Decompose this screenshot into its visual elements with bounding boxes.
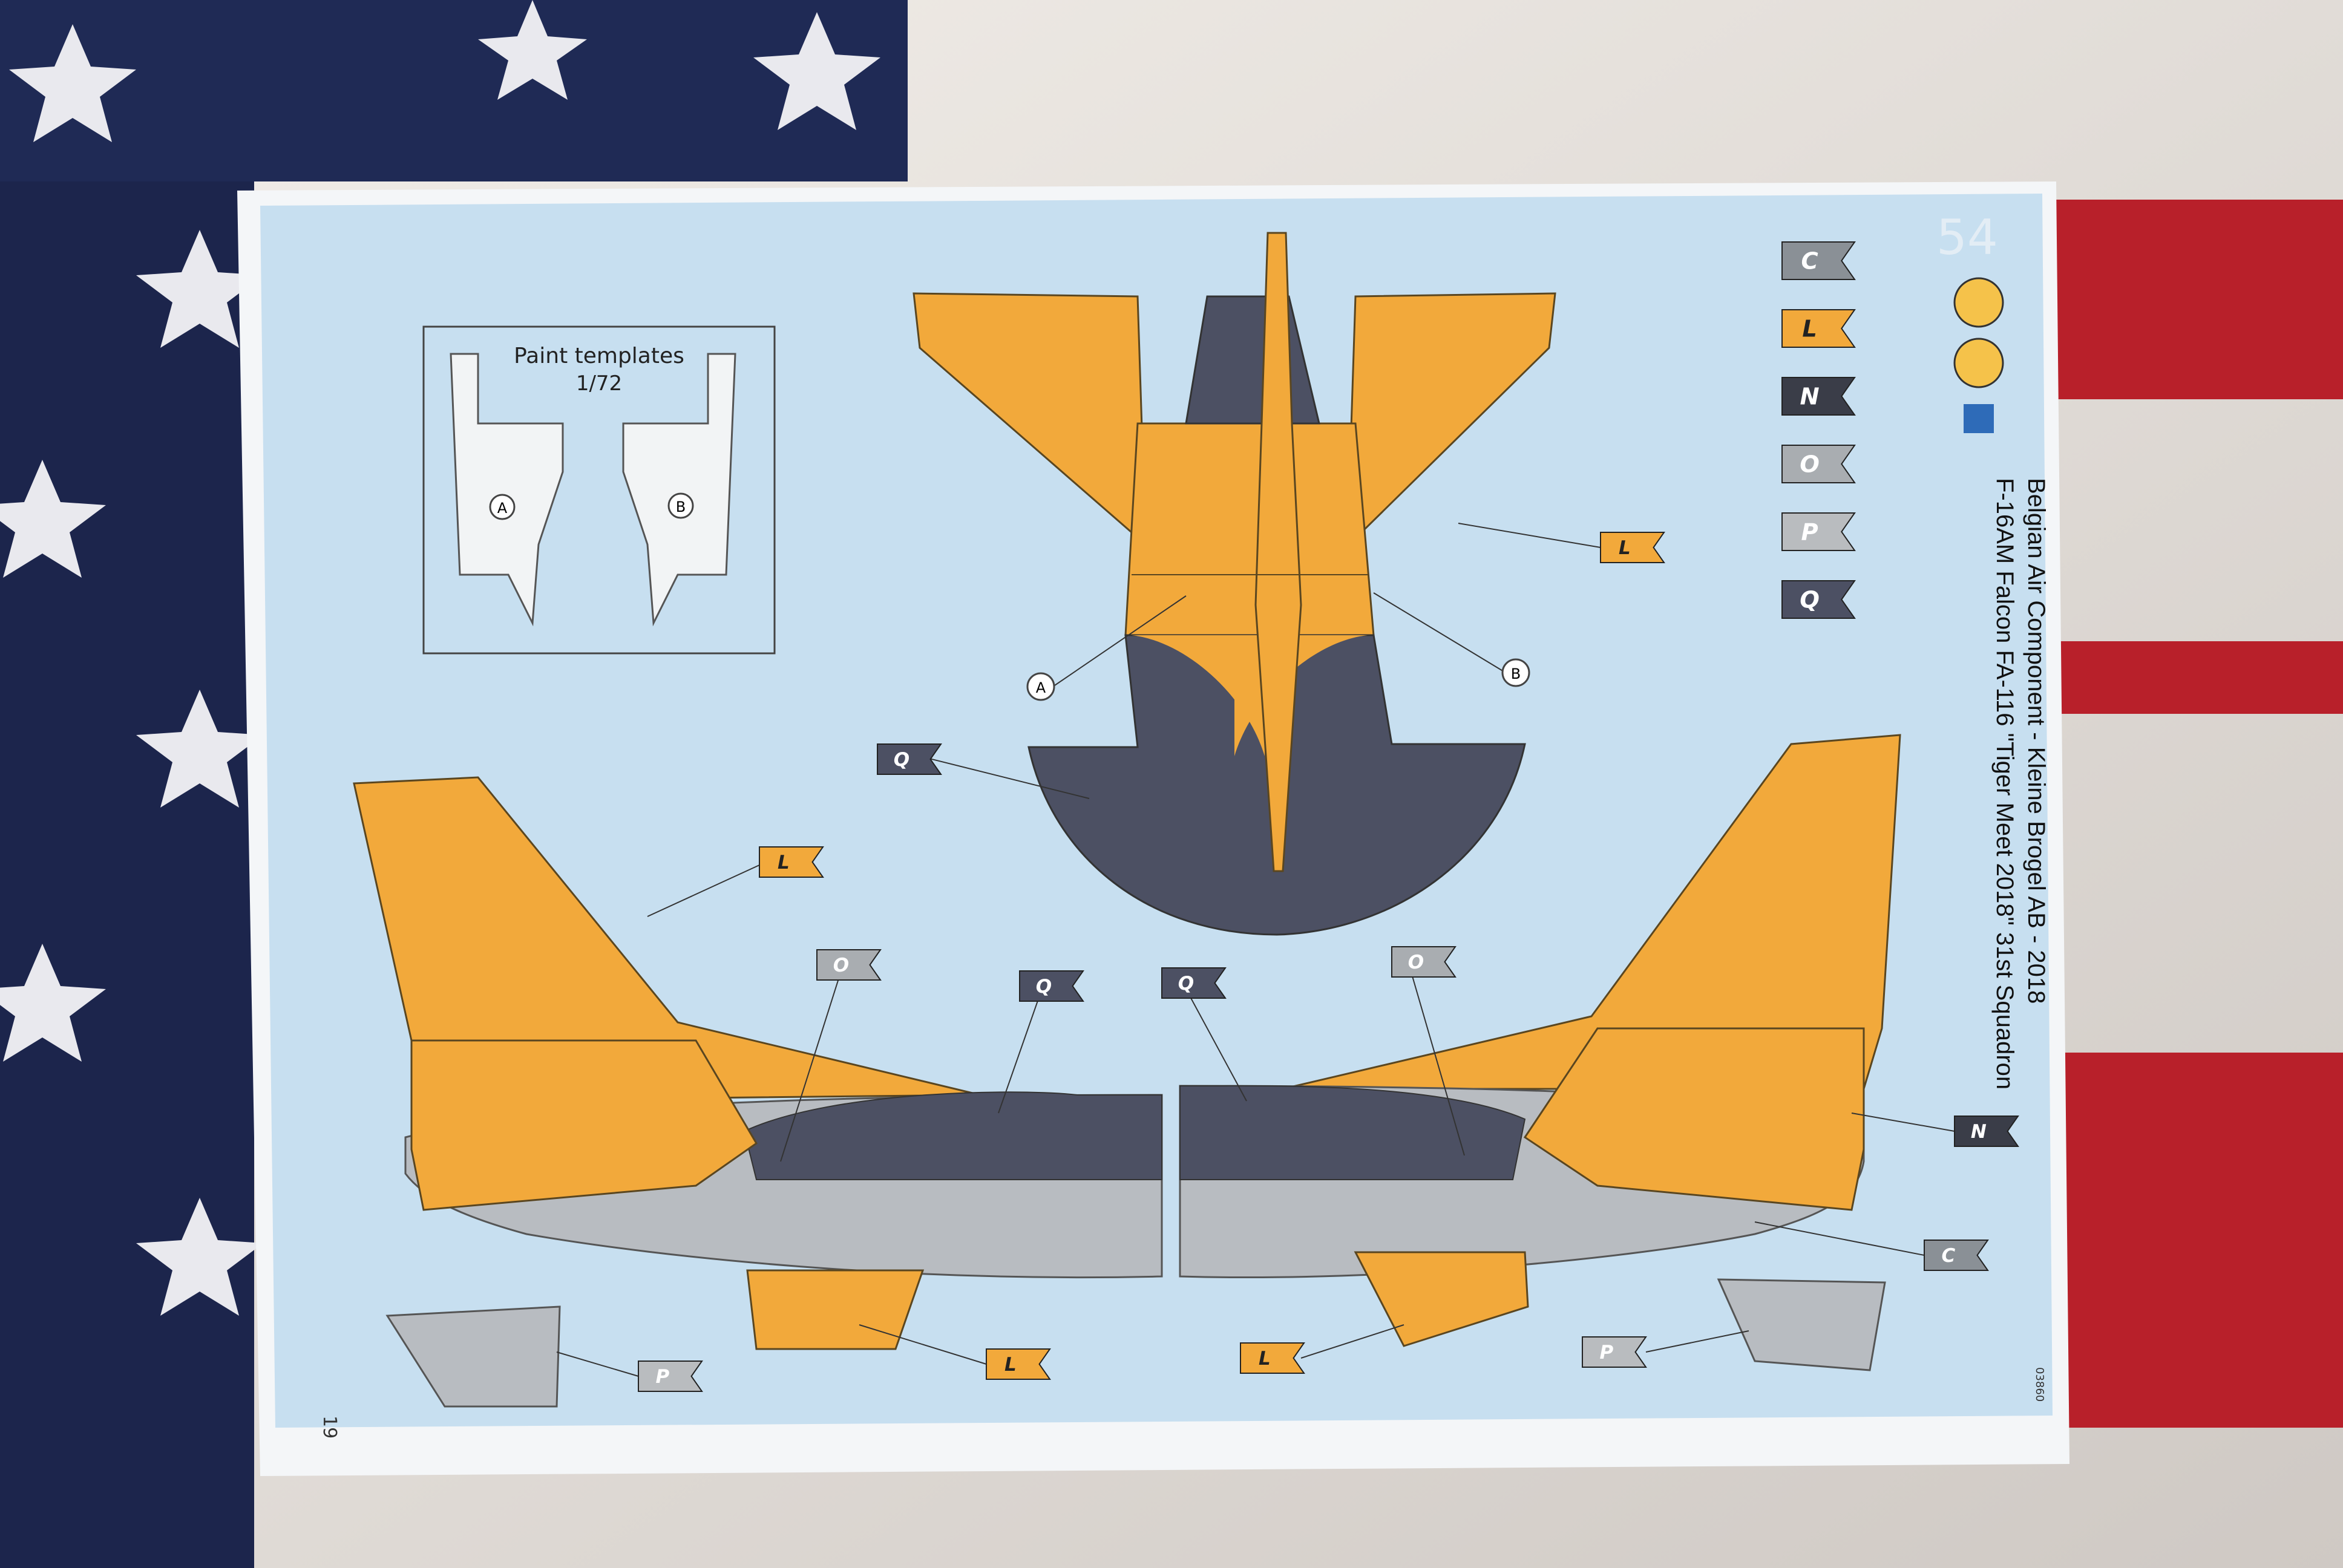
svg-text:A: A — [1036, 679, 1046, 696]
flag-callouts: L Q L O Q Q O N C L L P P — [556, 523, 2019, 1392]
template-label-b: B — [676, 498, 686, 515]
color-legend: C L N O P Q — [1781, 241, 1856, 619]
svg-text:Q: Q — [1178, 973, 1194, 995]
decal-icon — [1953, 338, 2004, 388]
svg-text:P: P — [1600, 1342, 1614, 1364]
caption-line-1: F-16AM Falcon FA-116 "Tiger Meet 2018" 3… — [1991, 478, 2018, 1089]
callout-leader-line — [647, 864, 760, 917]
callout-flag-q-1: Q — [877, 743, 942, 775]
template-label-a: A — [497, 500, 508, 517]
callout-flag-l-2: L — [759, 846, 824, 878]
callout-leader-line — [919, 756, 1090, 799]
paint-templates-title: Paint templates — [514, 344, 684, 368]
legend-flag-o: O — [1781, 445, 1856, 483]
catalog-code: 03860 — [2033, 1367, 2046, 1402]
callout-leader-line — [1185, 988, 1247, 1102]
page-number: 19 — [319, 1416, 340, 1439]
callout-a: A — [1026, 595, 1187, 701]
svg-text:L: L — [1259, 1348, 1271, 1370]
svg-text:P: P — [656, 1366, 670, 1388]
callout-flag-n-7: N — [1954, 1116, 2019, 1147]
callout-leader-line — [556, 1351, 639, 1377]
callout-flag-p-11: P — [638, 1361, 703, 1392]
svg-text:O: O — [833, 955, 849, 976]
right-ventral-fin — [1354, 1251, 1529, 1347]
paint-templates-scale: 1/72 — [576, 371, 622, 396]
paint-templates-box: Paint templates 1/72 A B — [422, 325, 776, 655]
callout-flag-o-6: O — [1391, 946, 1457, 978]
aircraft-left-side-view — [353, 776, 1163, 1408]
caption: F-16AM Falcon FA-116 "Tiger Meet 2018" 3… — [1991, 478, 2050, 1089]
right-panel-template — [1717, 1278, 1886, 1371]
svg-text:P: P — [1801, 519, 1818, 546]
callout-leader-line — [1851, 1112, 1955, 1132]
callout-flag-p-12: P — [1582, 1336, 1647, 1368]
left-panel-template — [385, 1305, 561, 1408]
water-icon — [1964, 404, 1994, 433]
callout-leader-line — [859, 1324, 987, 1365]
callout-flag-l-9: L — [986, 1348, 1051, 1380]
caption-line-2: Belgian Air Component - Kleine Brogel AB… — [2023, 478, 2050, 1004]
legend-flag-l: L — [1781, 309, 1856, 348]
svg-text:B: B — [1511, 665, 1521, 682]
flag-stars — [0, 0, 880, 1316]
paint-brush-icon — [1953, 277, 2004, 328]
badge-icons — [1953, 277, 2004, 433]
aircraft-right-side-view — [1179, 734, 1901, 1371]
legend-flag-q: Q — [1781, 580, 1856, 619]
svg-text:L: L — [1802, 316, 1817, 343]
legend-flag-p: P — [1781, 512, 1856, 551]
callout-leader-line — [1458, 523, 1601, 548]
svg-text:O: O — [1800, 451, 1820, 479]
svg-text:C: C — [1942, 1245, 1956, 1267]
callout-leader-line — [1409, 967, 1465, 1156]
template-shape-a — [450, 353, 564, 627]
callout-b: B — [1373, 592, 1530, 687]
callout-flag-l-0: L — [1600, 532, 1665, 563]
template-shape-b — [622, 353, 736, 627]
callout-flag-q-5: Q — [1161, 967, 1227, 999]
page-code: 54 — [1936, 209, 1998, 266]
legend-flag-c: C — [1781, 241, 1856, 280]
callout-flag-o-3: O — [816, 949, 882, 981]
callout-leader-line — [780, 970, 842, 1162]
callout-leader-line — [1300, 1324, 1404, 1359]
callout-flag-l-10: L — [1240, 1342, 1305, 1374]
svg-text:Q: Q — [1800, 587, 1820, 614]
callout-leader-line — [998, 991, 1041, 1114]
callout-leader-line — [1645, 1330, 1749, 1353]
svg-text:Q: Q — [1036, 976, 1052, 998]
svg-text:C: C — [1801, 248, 1818, 275]
fuselage-spine — [1254, 232, 1302, 872]
svg-text:L: L — [1004, 1354, 1017, 1376]
aircraft-top-view — [913, 232, 1556, 936]
flag-red-stripe — [2045, 1053, 2343, 1428]
callout-leader-line — [1754, 1221, 1925, 1256]
legend-flag-n: N — [1781, 377, 1856, 416]
left-ventral-fin — [746, 1269, 925, 1350]
callout-flag-q-4: Q — [1019, 970, 1084, 1002]
svg-text:N: N — [1800, 384, 1820, 411]
callout-flag-c-8: C — [1924, 1240, 1989, 1271]
svg-text:O: O — [1408, 952, 1424, 973]
svg-text:N: N — [1971, 1121, 1987, 1143]
svg-text:L: L — [1619, 537, 1631, 559]
svg-text:Q: Q — [894, 749, 909, 771]
svg-text:L: L — [778, 852, 790, 874]
